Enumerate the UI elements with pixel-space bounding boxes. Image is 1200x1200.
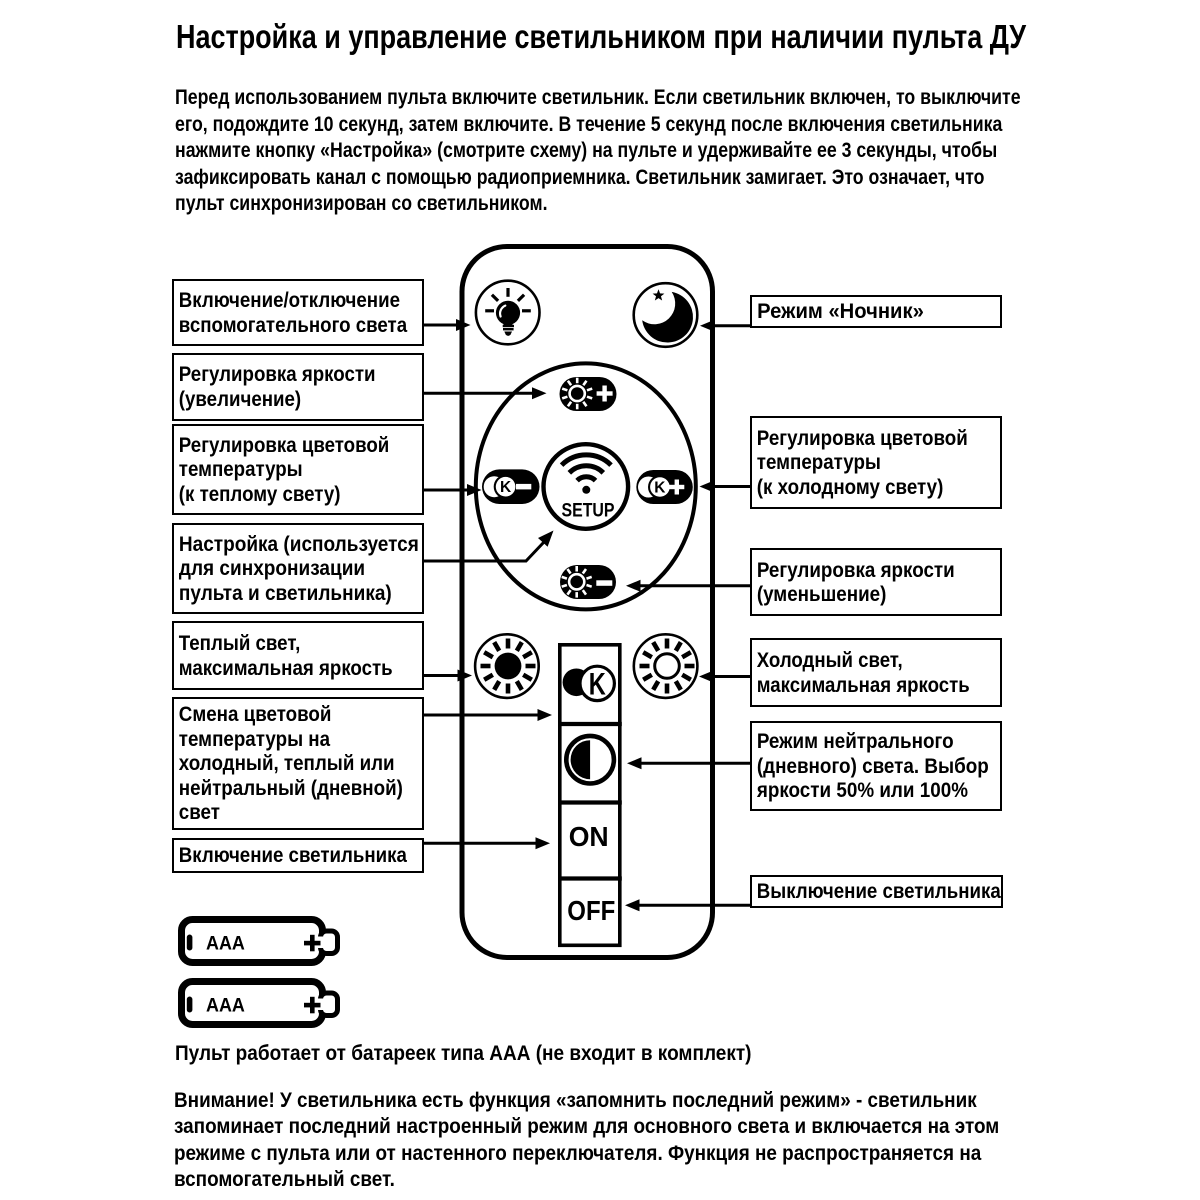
svg-text:K: K <box>500 479 512 496</box>
svg-text:AAA: AAA <box>206 994 245 1016</box>
svg-text:SETUP: SETUP <box>562 499 615 521</box>
svg-text:OFF: OFF <box>567 894 615 926</box>
svg-text:K: K <box>654 479 666 496</box>
svg-text:AAA: AAA <box>206 932 245 954</box>
svg-text:K: K <box>589 666 606 701</box>
svg-text:ON: ON <box>569 820 609 852</box>
